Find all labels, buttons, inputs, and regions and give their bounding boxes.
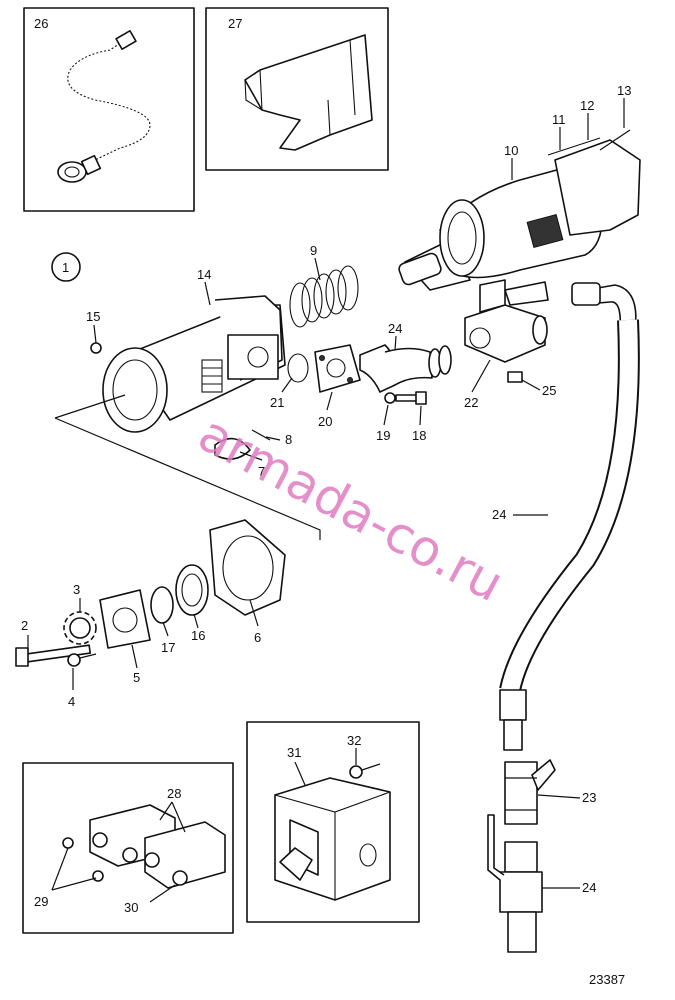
callout-32: 32 [347,733,361,748]
screw-15 [90,342,102,354]
callout-24-upper: 24 [388,321,402,336]
callout-16: 16 [191,628,205,643]
callout-3: 3 [73,582,80,597]
callout-13: 13 [617,83,631,98]
callout-17: 17 [161,640,175,655]
bolt-2 [15,644,92,667]
drain-hose-24 [499,282,640,751]
plug-25 [507,371,523,383]
callout-20: 20 [318,414,332,429]
callout-21: 21 [270,395,284,410]
callout-22: 22 [464,395,478,410]
screw-4 [67,653,97,667]
callout-10: 10 [504,143,518,158]
callout-25: 25 [542,383,556,398]
gear-3 [63,611,97,645]
callout-23: 23 [582,790,596,805]
callout-14: 14 [197,267,211,282]
callout-labels: 26 27 13 12 11 10 9 1 14 15 24 21 20 19 … [21,16,631,987]
callout-19: 19 [376,428,390,443]
elbow-fitting-24 [359,344,452,393]
callout-27: 27 [228,16,242,31]
inset-box-27 [205,7,389,171]
callout-1: 1 [62,260,69,275]
callout-9: 9 [310,243,317,258]
pump-housing-14 [102,295,286,433]
callout-24-hose: 24 [492,507,506,522]
callout-12: 12 [580,98,594,113]
figure-number: 23387 [589,972,625,987]
seal-ring-17 [150,586,174,624]
callout-15: 15 [86,309,100,324]
callout-11: 11 [552,112,566,127]
valve-body-22 [464,279,549,363]
pin-8 [251,429,271,441]
callout-5: 5 [133,670,140,685]
callout-18: 18 [412,428,426,443]
pump-cover-5 [99,589,151,649]
callout-6: 6 [254,630,261,645]
fitting-23 [504,759,556,825]
flange-20 [314,344,361,393]
callout-30: 30 [124,900,138,915]
o-ring-21 [287,353,309,383]
explode-lines [54,394,321,540]
bearing-16 [175,564,209,616]
ball-valve-24 [487,814,543,953]
leader-lines [27,98,625,903]
gasket-6 [209,519,286,616]
callout-8: 8 [285,432,292,447]
callout-4: 4 [68,694,75,709]
inset-box-31-32 [246,721,420,923]
spring-9 [289,265,359,328]
callout-29: 29 [34,894,48,909]
seal-7 [214,437,251,460]
inset-box-28-30 [22,762,234,934]
callout-24-lower: 24 [582,880,596,895]
callout-26: 26 [34,16,48,31]
callout-2: 2 [21,618,28,633]
inset-box-26 [23,7,195,212]
callout-31: 31 [287,745,301,760]
group-marker-1 [51,252,81,282]
bolt-18 [395,391,427,405]
pump-motor-10 [398,129,641,291]
callout-7: 7 [258,464,265,479]
washer-19 [384,392,396,404]
callout-28: 28 [167,786,181,801]
